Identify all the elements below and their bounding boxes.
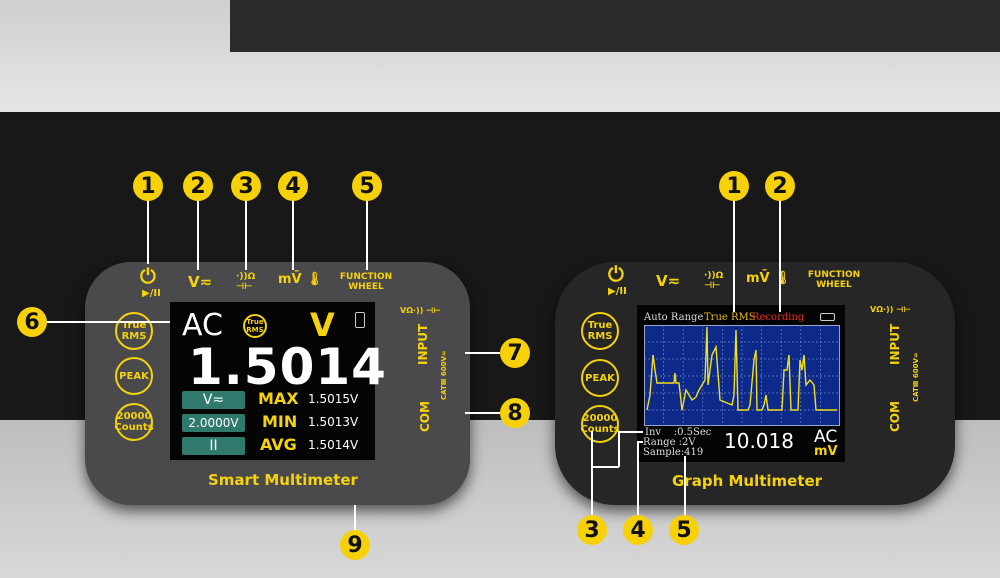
callout-1: 1 [133,171,163,201]
volt-label: V≂ [188,273,213,291]
range-label: Range :2V [643,437,696,448]
callout-line [591,466,593,516]
callout-line [779,200,781,312]
callout-line [147,200,149,264]
counts-button[interactable]: 20000 Counts [580,405,620,443]
ohm-label: ·))Ω ⊣⊢ [704,271,724,291]
min-label: MIN [262,412,298,431]
device-name: Smart Multimeter [208,471,358,489]
callout-r1: 1 [719,171,749,201]
peak-button[interactable]: PEAK [581,359,619,397]
callout-line [684,456,686,516]
wheel-label-1: FUNCTION [807,270,861,280]
callout-line [245,200,247,270]
callout-line [591,466,619,468]
jack-symbols: VΩ·)) ⊣⊢ [400,306,441,315]
battery-icon [355,312,365,328]
callout-r3: 3 [577,515,607,545]
sample-label: Sample:419 [643,447,704,458]
callout-line [591,431,643,517]
play-pause-label: ▶/II [142,288,161,299]
power-icon[interactable]: ⏻ [140,264,156,288]
callout-9: 9 [340,530,370,560]
callout-5: 5 [352,171,382,201]
callout-line [733,200,735,312]
min-value: 1.5013V [308,415,359,429]
callout-3: 3 [231,171,261,201]
battery-icon [820,313,835,321]
background-shadow [230,0,1000,52]
mode-label: AC [182,308,223,343]
peak-button[interactable]: PEAK [115,357,153,395]
callout-4: 4 [278,171,308,201]
true-rms-button[interactable]: True RMS [581,312,619,350]
main-reading: 1.5014 [188,338,387,396]
graph-reading: 10.018 [724,429,794,453]
lcd-screen [170,302,375,460]
callout-line [618,431,620,467]
function-tag: V≂ [182,391,245,409]
recording-label: Recording [752,312,805,323]
hold-tag: II [182,437,245,455]
callout-line [618,431,643,433]
ohm-label: ·))Ω ⊣⊢ [236,272,256,292]
callout-r2: 2 [765,171,795,201]
callout-r5: 5 [669,515,699,545]
power-icon[interactable]: ⏻ [608,262,624,286]
callout-2: 2 [183,171,213,201]
callout-7: 7 [500,338,530,368]
com-label: COM [418,401,432,432]
input-label: INPUT [416,323,430,365]
waveform-trace [646,326,837,411]
interval-label: Inv :0.5Sec [645,427,712,438]
wheel-label-2: WHEEL [816,280,852,290]
max-value: 1.5015V [308,392,359,406]
wheel-label-2: WHEEL [348,282,384,292]
callout-8: 8 [500,398,530,428]
com-label: COM [888,401,902,432]
device-name: Graph Multimeter [672,472,823,490]
range-tag: 2.0000V [182,414,245,432]
callout-line [292,200,294,270]
avg-label: AVG [260,435,297,454]
auto-range-label: Auto Range [644,312,704,323]
callout-line [637,441,643,443]
mv-temp-label: mV̄ 🌡 [278,272,323,287]
graph-mode: AC [814,427,838,447]
waveform-graph [644,325,840,426]
callout-line [46,321,170,323]
callout-line [354,505,356,531]
cat-rating: CATⅢ 600V≂ [912,352,920,402]
max-label: MAX [258,389,299,408]
graph-unit: mV [814,444,838,459]
true-rms-badge: True RMS [243,314,267,338]
true-rms-button[interactable]: True RMS [115,312,153,350]
input-label: INPUT [888,323,902,365]
callout-line [366,200,368,270]
callout-line [637,441,639,517]
play-pause-label: ▶/II [608,286,627,297]
callout-r4: 4 [623,515,653,545]
true-rms-label: True RMS [704,312,756,323]
volt-label: V≂ [656,272,681,290]
mv-temp-label: mV̄ 🌡 [746,271,791,286]
callout-line [465,412,501,414]
unit-label: V [310,306,335,344]
wheel-label-1: FUNCTION [339,272,393,282]
avg-value: 1.5014V [308,438,359,452]
jack-symbols: VΩ·)) ⊣⊢ [870,305,911,314]
callout-6: 6 [17,307,47,337]
callout-line [465,352,501,354]
cat-rating: CATⅢ 600V≂ [440,350,448,400]
callout-line [197,200,199,270]
counts-button[interactable]: 20000 Counts [114,403,154,441]
